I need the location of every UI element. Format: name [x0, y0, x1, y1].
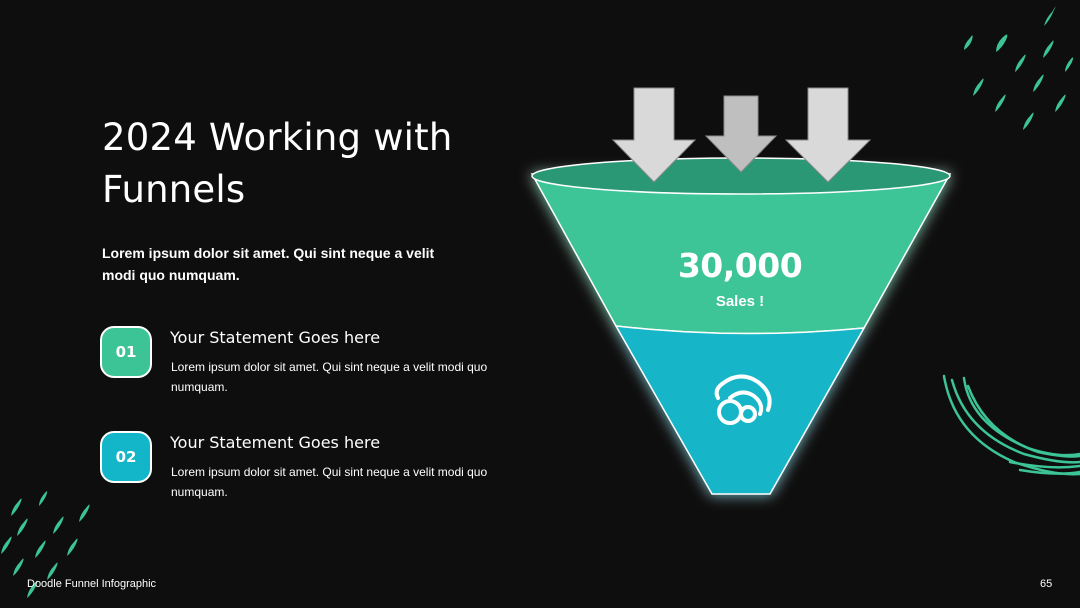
arrow-down-icon [784, 87, 872, 183]
input-arrows [611, 87, 872, 183]
page-number: 65 [1040, 578, 1053, 590]
step-title: Your Statement Goes here [170, 433, 381, 452]
leaf-doodles-bottom-left [1, 491, 90, 598]
step-number-badge: 01 [100, 326, 152, 378]
footer-title: Doodle Funnel Infographic [27, 578, 157, 590]
arrow-down-icon [611, 87, 697, 183]
step-description: Lorem ipsum dolor sit amet. Qui sint neq… [171, 360, 488, 394]
scribble-doodle-right [942, 374, 1080, 476]
arrow-down-icon [704, 95, 778, 173]
step-title: Your Statement Goes here [170, 328, 381, 347]
step-number-badge: 02 [100, 431, 152, 483]
funnel-graphic [530, 157, 952, 495]
step-item-01: 01 Your Statement Goes here Lorem ipsum … [100, 326, 500, 406]
step-item-02: 02 Your Statement Goes here Lorem ipsum … [100, 431, 500, 511]
step-description: Lorem ipsum dolor sit amet. Qui sint neq… [171, 465, 488, 499]
slide-title: 2024 Working with Funnels [102, 116, 453, 211]
leaf-doodles-top-right [964, 6, 1074, 130]
funnel-value: 30,000 [677, 246, 803, 285]
fire-swirl-icon [714, 374, 772, 425]
intro-text: Lorem ipsum dolor sit amet. Qui sint neq… [102, 245, 435, 283]
funnel-label: Sales ! [715, 293, 765, 310]
